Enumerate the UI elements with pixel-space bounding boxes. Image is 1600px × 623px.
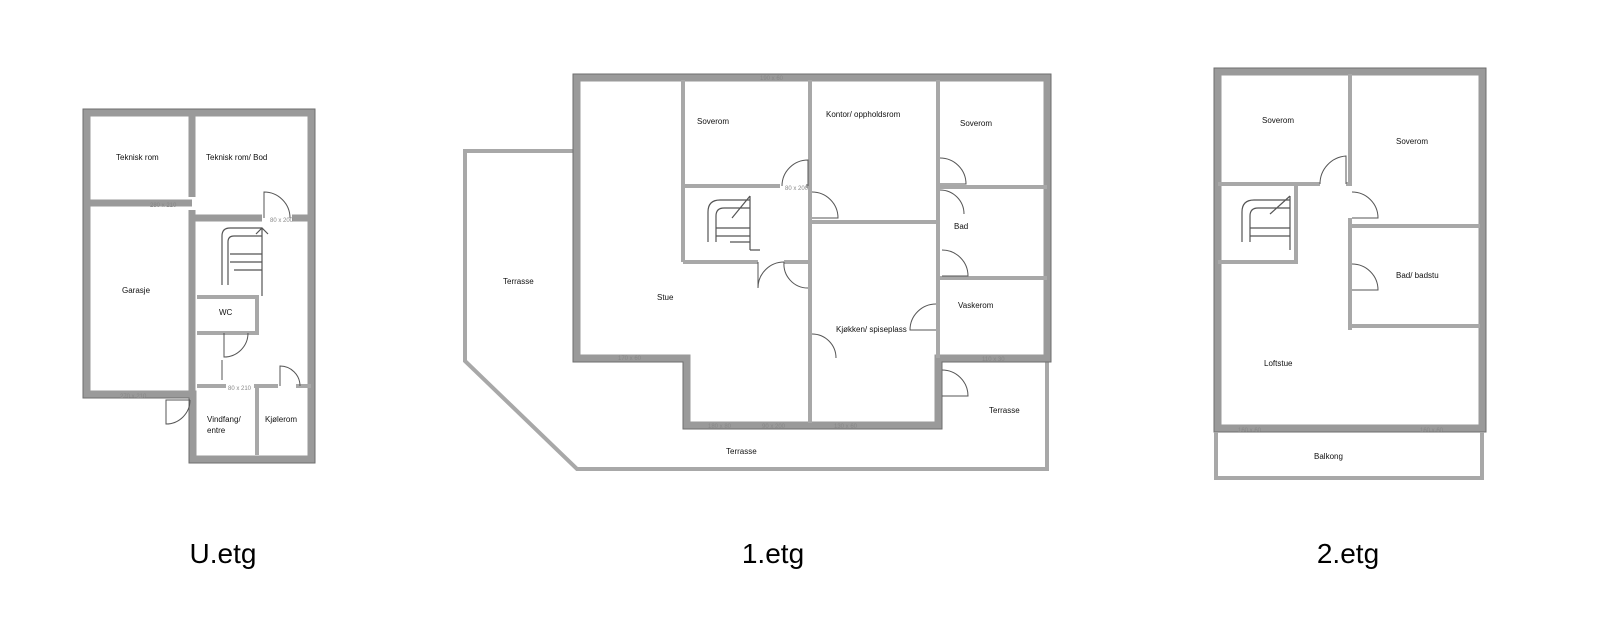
door-swing: [939, 157, 967, 185]
room-label-terrasse: Terrasse: [503, 277, 534, 286]
door-swing: [811, 333, 837, 359]
room-label-teknisk-rom-bod: Teknisk rom/ Bod: [206, 153, 268, 162]
door-swing: [1351, 191, 1379, 219]
door-swing: [1319, 155, 1347, 185]
room-label-soverom: Soverom: [697, 117, 730, 126]
dimension-mark: 80 x 200: [785, 186, 809, 192]
room-label-stue: Stue: [657, 293, 674, 302]
floor-plan-2-etg: 160 x 60 160 x 60: [1213, 67, 1487, 480]
room-label-soverom: Soverom: [1262, 116, 1295, 125]
door-swing: [165, 399, 191, 425]
stair-symbol: [221, 227, 269, 296]
door-swing: [941, 369, 969, 397]
room-label-bad-badstu: Bad/ badstu: [1396, 271, 1439, 280]
door-swing: [783, 261, 809, 289]
door-swing: [757, 261, 785, 289]
door-swing: [781, 159, 809, 187]
door-swing: [223, 332, 249, 358]
room-label-kjolerom: Kjølerom: [265, 415, 298, 424]
dimension-mark: 160 x 60: [1420, 428, 1444, 434]
wall-outer: [573, 74, 1051, 429]
door-swing: [941, 249, 969, 277]
door-swing: [939, 189, 965, 215]
floor-title-2-etg: 2.etg: [1316, 538, 1380, 569]
room-label-kjokken-spiseplass: Kjøkken/ spiseplass: [836, 325, 907, 334]
dimension-mark: 80 x 210: [228, 386, 252, 392]
wall-outer-edge: [1213, 67, 1487, 433]
dimension-mark: 190 x 60: [760, 76, 784, 82]
door-swing: [1351, 263, 1379, 291]
room-label-terrasse: Terrasse: [726, 447, 757, 456]
wall-outer: [83, 109, 315, 463]
dimension-mark: 280 x 210: [150, 203, 177, 209]
door-swing: [811, 191, 839, 219]
stair-symbol: [1241, 195, 1291, 250]
room-label-kontor-oppholdsrom: Kontor/ oppholdsrom: [826, 110, 901, 119]
dimension-mark: 170 x 60: [618, 356, 642, 362]
dimension-mark: 80 x 200: [270, 218, 294, 224]
floor-plan-1-etg: 190 x 60 170 x 60 180 x 80 90 x 200 130 …: [463, 73, 1052, 471]
wall-stair: [1218, 186, 1298, 264]
dimension-mark: 180 x 80: [708, 424, 732, 430]
wall-outer-edge: [572, 73, 1052, 430]
room-label-wc: WC: [219, 308, 233, 317]
room-label-bad: Bad: [954, 222, 969, 231]
stair-symbol: [707, 195, 760, 251]
balcony-outline: [1214, 432, 1484, 480]
room-label-garasje: Garasje: [122, 286, 151, 295]
dimension-mark: 90 x 200: [762, 424, 786, 430]
floor-title-1-etg: 1.etg: [741, 538, 805, 569]
room-label-soverom: Soverom: [960, 119, 993, 128]
dimension-mark: 270 x 210: [120, 394, 147, 400]
door-swing: [279, 365, 301, 387]
dimension-mark: 130 x 60: [834, 424, 858, 430]
floor-title-u-etg: U.etg: [189, 538, 257, 569]
door-swing: [263, 191, 291, 219]
room-label-terrasse: Terrasse: [989, 406, 1020, 415]
wall-outer: [1214, 68, 1486, 432]
room-label-soverom: Soverom: [1396, 137, 1429, 146]
room-label-loftstue: Loftstue: [1264, 359, 1293, 368]
wall-wc: [197, 295, 259, 335]
wall-outer-edge: [82, 108, 316, 464]
dimension-mark: 160 x 60: [1238, 428, 1262, 434]
floor-plan-u-etg: 280 x 210 80 x 200 270 x 210 80 x 210: [82, 108, 316, 464]
room-label-vindfang-entre: Vindfang/ entre: [207, 415, 241, 435]
dimension-mark: 110 x 30: [982, 357, 1005, 363]
room-label-vaskerom: Vaskerom: [958, 301, 994, 310]
terrace-outline: [463, 149, 1049, 471]
room-label-balkong: Balkong: [1314, 452, 1343, 461]
door-swing: [909, 303, 937, 331]
room-label-teknisk-rom: Teknisk rom: [116, 153, 159, 162]
